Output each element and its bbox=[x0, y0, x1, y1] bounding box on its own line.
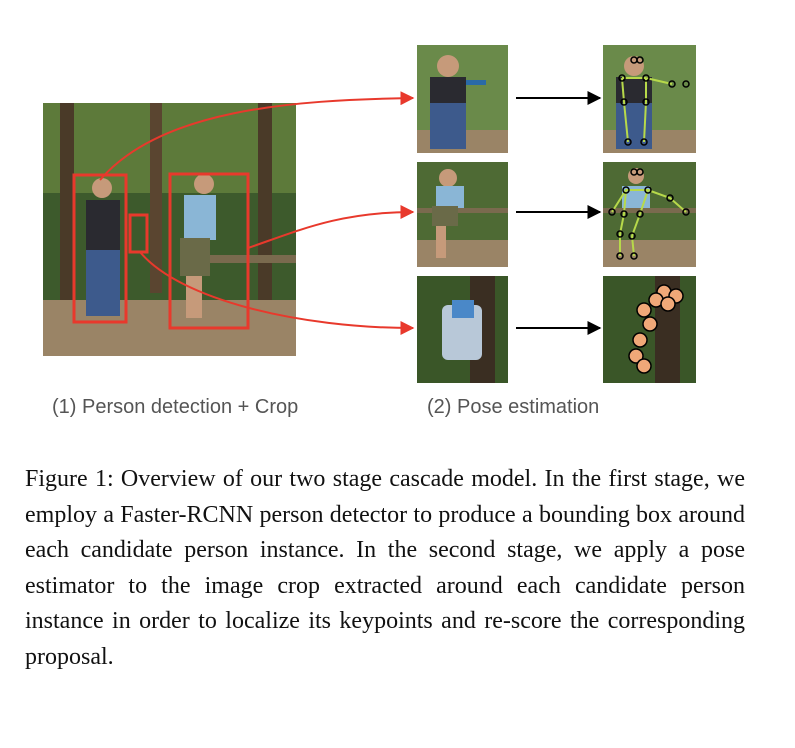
pose-result-3 bbox=[603, 276, 696, 383]
stage-2-label: (2) Pose estimation bbox=[427, 396, 600, 418]
crop-image-2 bbox=[417, 162, 508, 267]
figure-illustration bbox=[43, 45, 696, 383]
crop-image-3 bbox=[417, 276, 508, 383]
crop-arrow-2 bbox=[247, 205, 415, 249]
detection-box-person-2 bbox=[168, 172, 250, 330]
pose-result-2 bbox=[603, 162, 696, 267]
crop-arrow-1 bbox=[99, 91, 415, 181]
crop-image-1 bbox=[417, 45, 508, 153]
detection-box-person-1 bbox=[72, 173, 128, 324]
stage-1-label: (1) Person detection + Crop bbox=[52, 396, 299, 418]
figure-caption: Figure 1: Overview of our two stage casc… bbox=[25, 466, 745, 670]
pose-result-1 bbox=[603, 45, 696, 153]
scene-photo bbox=[43, 103, 296, 356]
detection-box-object bbox=[128, 213, 149, 254]
crop-arrow-3 bbox=[139, 251, 415, 335]
